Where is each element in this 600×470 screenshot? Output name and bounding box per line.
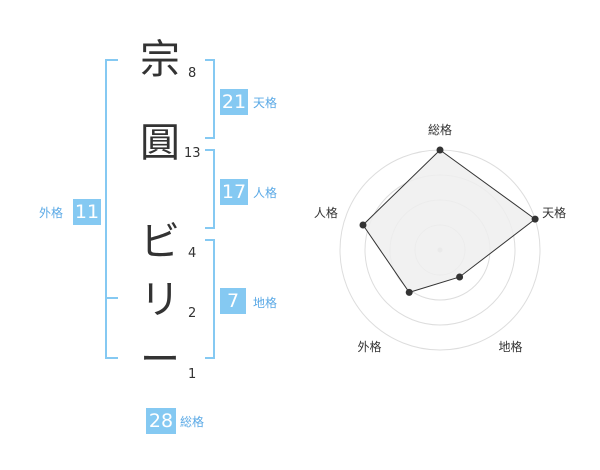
stroke-count-2: 13	[184, 146, 201, 161]
chikaku-bracket	[205, 239, 215, 359]
jinkaku-bracket	[205, 149, 215, 229]
radar-axis-label-4: 人格	[313, 205, 338, 220]
stroke-count-3: 4	[188, 246, 197, 261]
name-char-1: 宗	[140, 37, 180, 83]
name-char-2: 圓	[140, 120, 180, 166]
chikaku-value: 7	[220, 288, 246, 314]
soukaku-value: 28	[146, 408, 176, 434]
chikaku-label: 地格	[253, 296, 278, 310]
soukaku-label: 総格	[180, 415, 205, 429]
jinkaku-label: 人格	[253, 186, 278, 200]
jinkaku-value: 17	[220, 179, 248, 205]
stroke-count-5: 1	[188, 367, 197, 382]
stroke-count-1: 8	[188, 66, 197, 81]
radar-points	[359, 146, 539, 296]
name-char-5: ー	[140, 337, 180, 383]
name-char-4: リ	[140, 277, 180, 323]
radar-point-2	[456, 273, 464, 281]
name-char-3: ビ	[140, 219, 180, 265]
radar-axis-label-1: 天格	[542, 205, 567, 220]
gaikaku-label: 外格	[39, 206, 64, 220]
radar-point-0	[436, 146, 444, 154]
radar-point-4	[359, 221, 367, 229]
tenkaku-label: 天格	[253, 96, 278, 110]
stroke-count-4: 2	[188, 306, 197, 321]
radar-axis-label-3: 外格	[357, 340, 382, 355]
radar-point-1	[531, 215, 539, 223]
gaikaku-value: 11	[73, 199, 101, 225]
radar-area	[362, 149, 536, 293]
radar-point-3	[405, 288, 413, 296]
tenkaku-bracket	[205, 59, 215, 139]
radar-axis-label-2: 地格	[498, 340, 523, 355]
radar-axis-label-0: 総格	[428, 123, 453, 137]
tenkaku-value: 21	[220, 89, 248, 115]
gaikaku-bracket	[105, 59, 118, 359]
